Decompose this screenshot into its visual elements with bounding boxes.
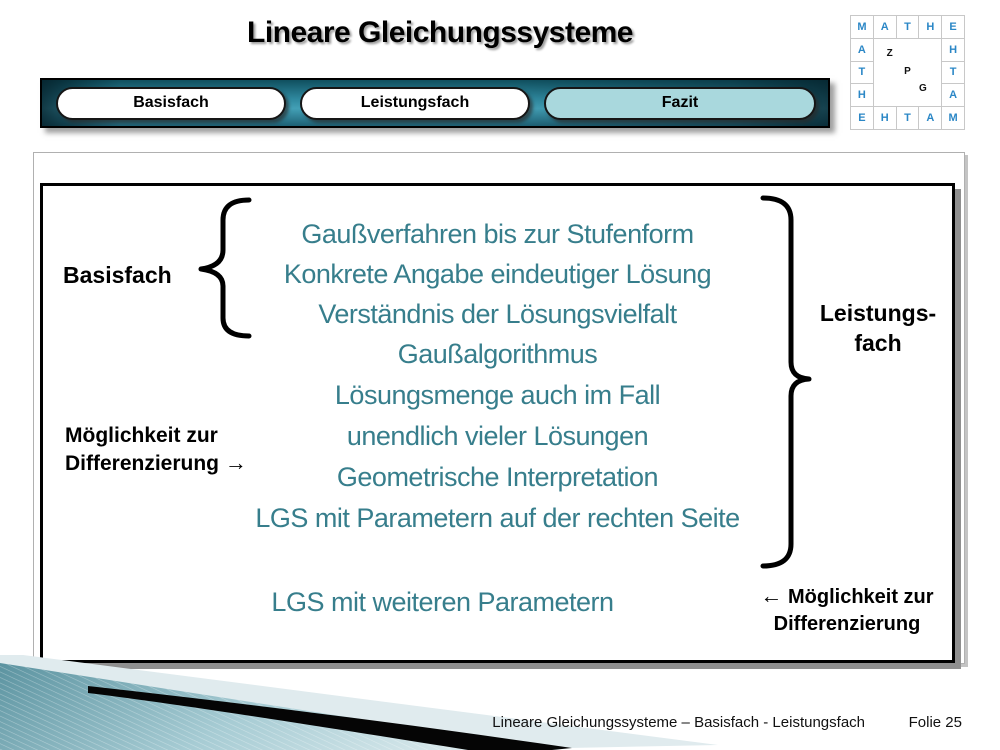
list-item: Verständnis der Lösungsvielfalt (318, 299, 677, 329)
left-arrow-icon: ← (760, 583, 783, 608)
list-item: Lösungsmenge auch im Fall (334, 380, 661, 410)
black-blade (88, 686, 572, 750)
leistungsfach-items: Gaußalgorithmus Lösungsmenge auch im Fal… (43, 334, 952, 539)
left-brace (198, 197, 252, 339)
logo-cell: H (850, 83, 874, 108)
extra-item: LGS mit weiteren Parametern (271, 587, 614, 617)
logo-center-cell: Z P G (872, 37, 943, 108)
logo-cell: T (895, 106, 920, 130)
logo-cell: T (941, 60, 965, 85)
logo-letter-p: P (904, 66, 911, 78)
logo-cell: A (941, 83, 965, 108)
mathe-logo: M A T H E A Z P G H T T H A E H T A M (850, 15, 965, 130)
tab-basisfach[interactable]: Basisfach (56, 86, 286, 120)
list-item: unendlich vieler Lösungen (346, 421, 649, 451)
nav-bar: Basisfach Leistungsfach Fazit (40, 78, 830, 128)
logo-cell: A (918, 106, 943, 130)
logo-letter-z: Z (886, 47, 893, 59)
basisfach-group-label: Basisfach (63, 262, 172, 288)
logo-cell: H (918, 15, 943, 39)
slide-title: Lineare Gleichungssysteme (247, 16, 634, 49)
footer-breadcrumb: Lineare Gleichungssysteme – Basisfach - … (492, 714, 865, 731)
list-item: Konkrete Angabe eindeutiger Lösung (283, 259, 712, 289)
tab-leistungsfach[interactable]: Leistungsfach (300, 86, 530, 120)
slide-number: Folie 25 (908, 714, 962, 731)
logo-cell: M (850, 15, 874, 39)
logo-cell: E (941, 15, 965, 39)
logo-cell: H (872, 106, 897, 130)
logo-cell: T (850, 60, 874, 85)
leistungsfach-group-label: Leistungs- fach (819, 300, 937, 356)
corner-decoration (0, 655, 718, 750)
basisfach-items: Gaußverfahren bis zur Stufenform Konkret… (43, 214, 952, 334)
logo-cell: E (850, 106, 874, 130)
differentiation-right-label: ← Möglichkeit zur Differenzierung (760, 583, 934, 635)
content-box: Basisfach Gaußverfahren bis zur Stufenfo… (40, 183, 955, 663)
differentiation-left-label: Möglichkeit zur Differenzierung → (65, 424, 247, 475)
logo-cell: T (895, 15, 920, 39)
list-item: LGS mit Parametern auf der rechten Seite (255, 503, 740, 533)
right-brace (760, 195, 812, 569)
logo-cell: A (872, 15, 897, 39)
logo-cell: M (941, 106, 965, 130)
list-item: Gaußalgorithmus (397, 339, 598, 369)
list-item: Gaußverfahren bis zur Stufenform (301, 219, 694, 249)
brace-graphics (198, 195, 812, 569)
tab-fazit[interactable]: Fazit (544, 86, 816, 120)
logo-letter-g: G (918, 83, 927, 95)
logo-cell: A (850, 37, 874, 62)
right-arrow-icon: → (224, 450, 247, 475)
list-item: Geometrische Interpretation (336, 462, 659, 492)
logo-cell: H (941, 37, 965, 62)
